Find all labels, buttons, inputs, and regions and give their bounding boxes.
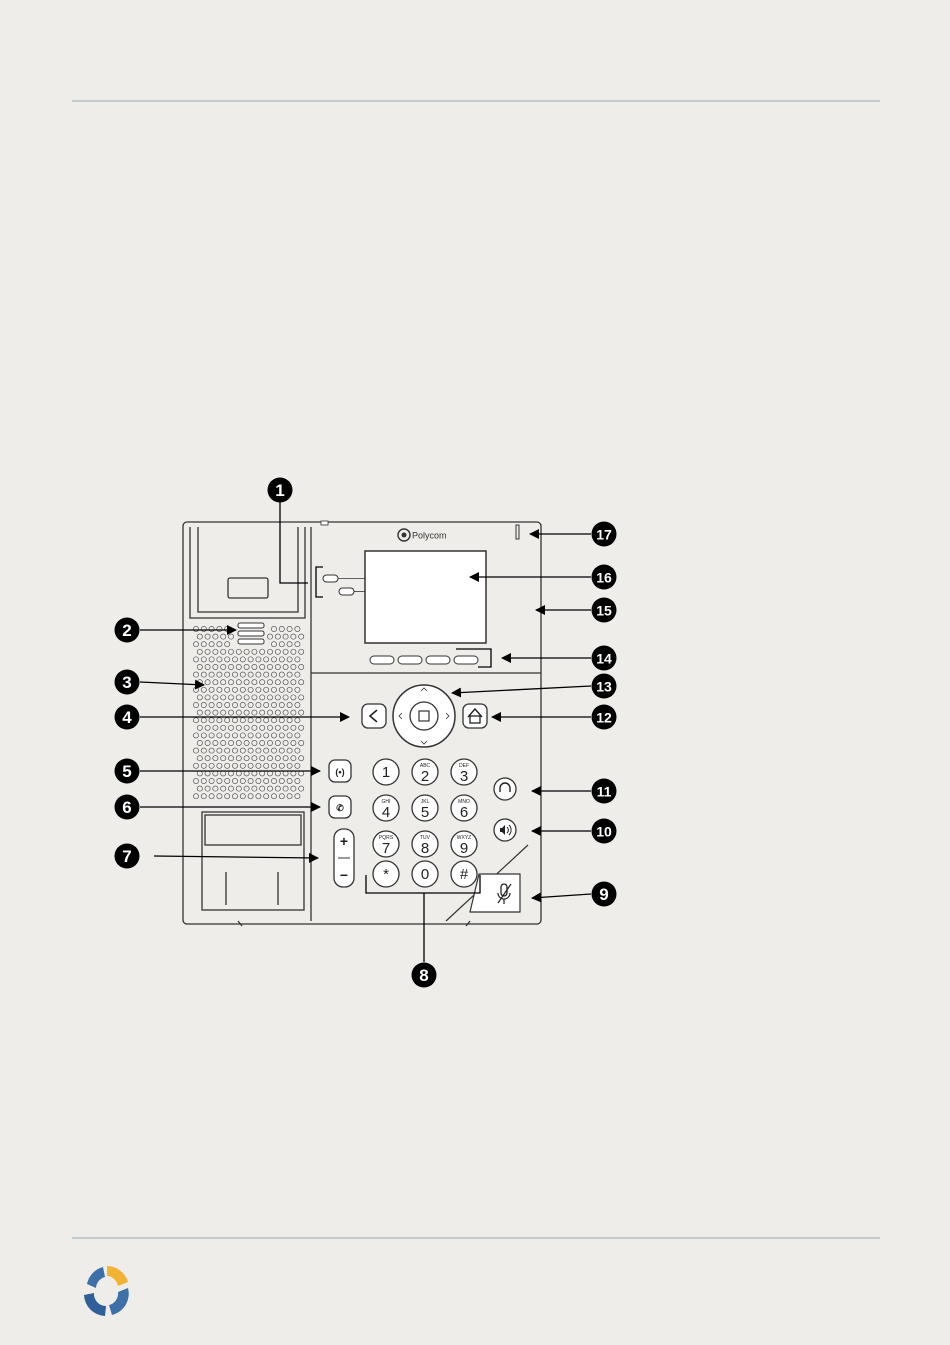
callout-10: 10 (592, 819, 617, 844)
navigation-cluster (393, 685, 455, 747)
volume-keys: + − (334, 829, 354, 887)
callout-number: 7 (122, 847, 131, 866)
callout-number: 2 (122, 621, 131, 640)
dialpad-key-digit: 6 (460, 804, 468, 821)
home-key (463, 704, 487, 728)
polycom-logo: Polycom (398, 529, 447, 541)
speakerphone-key (494, 819, 516, 841)
back-key (362, 704, 386, 728)
callout-16: 16 (592, 565, 617, 590)
callout-number: 8 (419, 966, 428, 985)
callout-number: 16 (596, 570, 612, 586)
volume-minus-label: − (340, 867, 348, 883)
dialpad-key-digit: * (383, 866, 389, 883)
callout-6: 6 (115, 795, 140, 820)
callout-9: 9 (592, 882, 617, 907)
callout-1: 1 (268, 478, 293, 503)
dialpad-key: 1 (373, 759, 399, 785)
callout-15: 15 (592, 598, 617, 623)
dialpad-key-digit: 8 (421, 840, 429, 857)
message-indicator-led (516, 525, 519, 539)
dialpad-key-digit: 1 (382, 764, 390, 781)
dialpad-key-digit: 9 (460, 840, 468, 857)
svg-text:(•): (•) (335, 767, 344, 777)
dialpad-key-digit: 2 (421, 768, 429, 785)
headset-key (494, 778, 516, 800)
callout-3: 3 (115, 670, 140, 695)
callout-17: 17 (592, 522, 617, 547)
speaker-grille (193, 626, 303, 798)
dialpad-key-digit: 3 (460, 768, 468, 785)
callout-14: 14 (592, 646, 617, 671)
callout-7: 7 (115, 844, 140, 869)
dialpad-key: 0 (412, 861, 438, 887)
footer-logo-icon (78, 1262, 136, 1320)
soft-keys (370, 656, 478, 664)
callout-number: 10 (596, 824, 612, 840)
callout-12: 12 (592, 705, 617, 730)
callout-8: 8 (412, 963, 437, 988)
callout-2: 2 (115, 618, 140, 643)
callout-number: 1 (275, 481, 284, 500)
callout-4: 4 (115, 705, 140, 730)
callout-number: 4 (122, 708, 132, 727)
callout-number: 9 (599, 885, 608, 904)
dialpad-key: * (373, 861, 399, 887)
callout-11: 11 (592, 779, 617, 804)
hookswitch (238, 623, 264, 644)
brand-name: Polycom (412, 531, 447, 541)
hold-key: ✆ (329, 796, 351, 818)
callout-number: 3 (122, 673, 131, 692)
svg-text:✆: ✆ (336, 803, 344, 813)
callout-number: 11 (597, 784, 612, 800)
callout-number: 12 (596, 710, 612, 726)
dialpad-key-digit: 5 (421, 804, 429, 821)
dialpad-key-digit: 4 (382, 804, 390, 821)
line-keys (323, 575, 365, 595)
dialpad-key-digit: # (460, 866, 469, 883)
dialpad-key: # (451, 861, 477, 887)
dialpad-key-digit: 7 (382, 840, 390, 857)
transfer-key: (•) (329, 760, 351, 782)
callout-number: 13 (596, 679, 612, 695)
volume-plus-label: + (340, 833, 348, 849)
callout-13: 13 (592, 674, 617, 699)
callout-number: 15 (596, 603, 612, 619)
callout-5: 5 (115, 759, 140, 784)
callout-number: 5 (122, 762, 131, 781)
callout-number: 14 (596, 651, 612, 667)
callout-number: 6 (122, 798, 131, 817)
dialpad-key-digit: 0 (421, 866, 429, 883)
screen (365, 551, 486, 643)
top-notch (321, 521, 328, 525)
callout-number: 17 (596, 527, 612, 543)
